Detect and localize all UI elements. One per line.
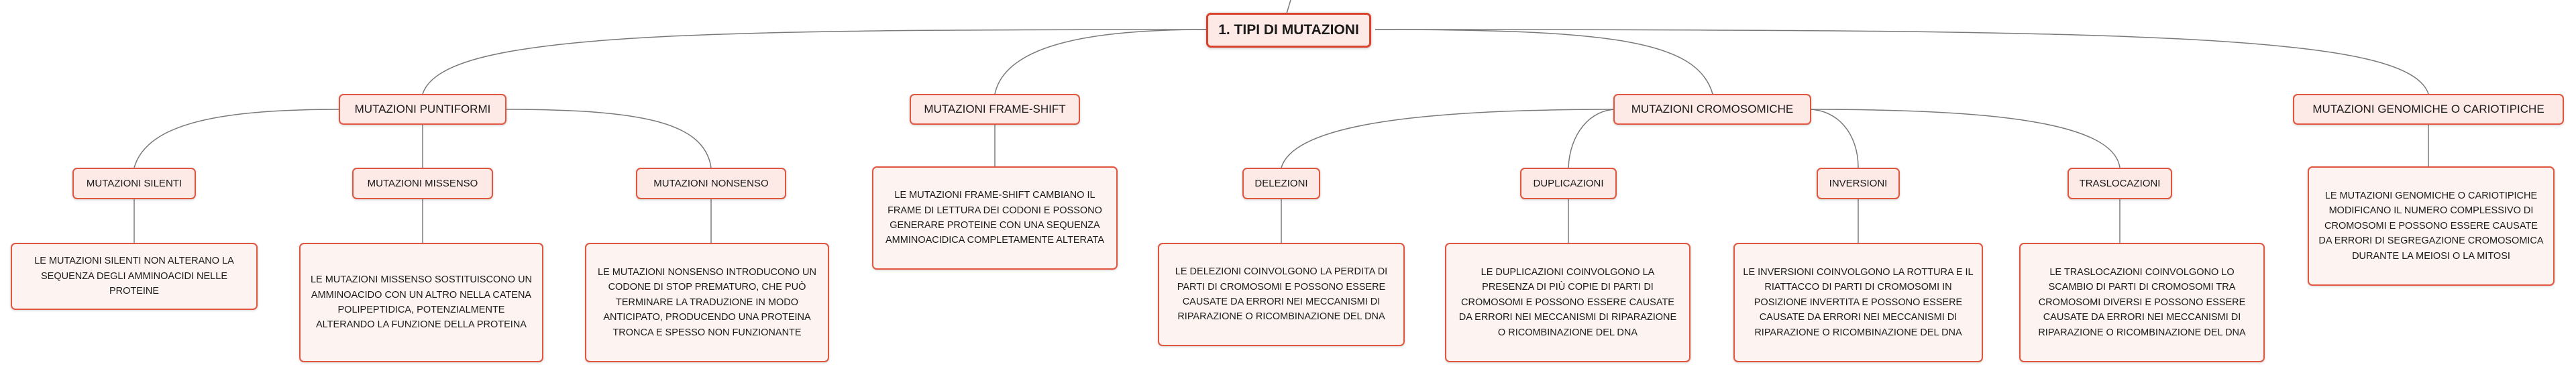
- connector-root-frameshift: [994, 29, 1208, 95]
- subtype-missenso[interactable]: MUTAZIONI MISSENSO: [352, 168, 493, 199]
- connector-root-puntiformi: [422, 29, 1208, 95]
- connector-cromosomiche-traslocazioni: [1807, 109, 2121, 168]
- category-cromosomiche[interactable]: MUTAZIONI CROMOSOMICHE: [1613, 94, 1811, 125]
- subtype-delezioni[interactable]: DELEZIONI: [1242, 168, 1320, 199]
- category-label: MUTAZIONI CROMOSOMICHE: [1631, 103, 1794, 115]
- description-text: LE DUPLICAZIONI COINVOLGONO LA PRESENZA …: [1458, 266, 1677, 338]
- subtype-label: MUTAZIONI SILENTI: [86, 178, 182, 189]
- category-label: MUTAZIONI GENOMICHE O CARIOTIPICHE: [2312, 103, 2544, 115]
- description-text: LE MUTAZIONI MISSENSO SOSTITUISCONO UN A…: [310, 274, 533, 331]
- description-nonsenso[interactable]: LE MUTAZIONI NONSENSO INTRODUCONO UN COD…: [585, 243, 829, 362]
- description-frame-shift[interactable]: LE MUTAZIONI FRAME-SHIFT CAMBIANO IL FRA…: [872, 166, 1118, 270]
- description-text: LE MUTAZIONI NONSENSO INTRODUCONO UN COD…: [598, 266, 816, 338]
- root-node[interactable]: 1. TIPI DI MUTAZIONI: [1206, 13, 1371, 48]
- description-missenso[interactable]: LE MUTAZIONI MISSENSO SOSTITUISCONO UN A…: [299, 243, 543, 362]
- category-label: MUTAZIONI PUNTIFORMI: [354, 103, 491, 115]
- description-genomiche[interactable]: LE MUTAZIONI GENOMICHE O CARIOTIPICHE MO…: [2308, 166, 2555, 286]
- connector-root-parent: [1286, 0, 1291, 14]
- subtype-label: MUTAZIONI MISSENSO: [367, 178, 478, 189]
- category-label: MUTAZIONI FRAME-SHIFT: [924, 103, 1066, 115]
- description-text: LE MUTAZIONI GENOMICHE O CARIOTIPICHE MO…: [2318, 190, 2544, 262]
- description-text: LE INVERSIONI COINVOLGONO LA ROTTURA E I…: [1743, 266, 1974, 338]
- subtype-label: MUTAZIONI NONSENSO: [653, 178, 769, 189]
- connector-root-cromosomiche: [1375, 29, 1713, 95]
- connector-root-genomiche: [1375, 29, 2429, 95]
- subtype-silenti[interactable]: MUTAZIONI SILENTI: [72, 168, 196, 199]
- connector-puntiformi-nonsenso: [502, 109, 712, 168]
- description-delezioni[interactable]: LE DELEZIONI COINVOLGONO LA PERDITA DI P…: [1158, 243, 1405, 346]
- description-text: LE MUTAZIONI SILENTI NON ALTERANO LA SEQ…: [34, 256, 234, 297]
- connector-cromosomiche-delezioni: [1281, 109, 1617, 168]
- category-genomiche[interactable]: MUTAZIONI GENOMICHE O CARIOTIPICHE: [2293, 94, 2564, 125]
- subtype-traslocazioni[interactable]: TRASLOCAZIONI: [2068, 168, 2172, 199]
- subtype-inversioni[interactable]: INVERSIONI: [1817, 168, 1900, 199]
- description-duplicazioni[interactable]: LE DUPLICAZIONI COINVOLGONO LA PRESENZA …: [1445, 243, 1690, 362]
- root-label: 1. TIPI DI MUTAZIONI: [1218, 22, 1359, 38]
- subtype-nonsenso[interactable]: MUTAZIONI NONSENSO: [636, 168, 786, 199]
- connector-cromosomiche-duplicazioni: [1568, 109, 1617, 168]
- category-frame-shift[interactable]: MUTAZIONI FRAME-SHIFT: [910, 94, 1080, 125]
- connector-cromosomiche-inversioni: [1807, 109, 1859, 168]
- description-text: LE MUTAZIONI FRAME-SHIFT CAMBIANO IL FRA…: [885, 190, 1105, 246]
- subtype-duplicazioni[interactable]: DUPLICAZIONI: [1520, 168, 1617, 199]
- subtype-label: DUPLICAZIONI: [1533, 178, 1604, 189]
- subtype-label: INVERSIONI: [1829, 178, 1888, 189]
- description-traslocazioni[interactable]: LE TRASLOCAZIONI COINVOLGONO LO SCAMBIO …: [2019, 243, 2265, 362]
- description-silenti[interactable]: LE MUTAZIONI SILENTI NON ALTERANO LA SEQ…: [11, 243, 258, 310]
- description-inversioni[interactable]: LE INVERSIONI COINVOLGONO LA ROTTURA E I…: [1733, 243, 1983, 362]
- category-puntiformi[interactable]: MUTAZIONI PUNTIFORMI: [339, 94, 506, 125]
- description-text: LE TRASLOCAZIONI COINVOLGONO LO SCAMBIO …: [2038, 266, 2246, 338]
- connector-puntiformi-silenti: [133, 109, 343, 168]
- description-text: LE DELEZIONI COINVOLGONO LA PERDITA DI P…: [1175, 266, 1388, 323]
- subtype-label: DELEZIONI: [1254, 178, 1308, 189]
- subtype-label: TRASLOCAZIONI: [2079, 178, 2161, 189]
